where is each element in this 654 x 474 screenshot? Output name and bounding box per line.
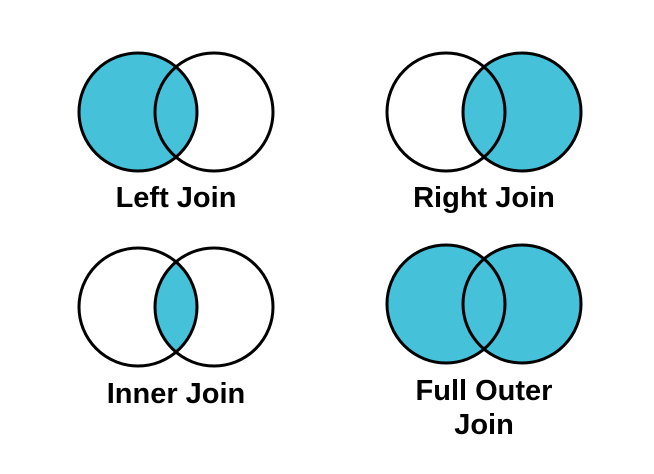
full-outer-join-label: Full Outer Join bbox=[415, 375, 553, 441]
right-circle-outline bbox=[461, 243, 583, 365]
intersection-fill bbox=[155, 66, 197, 158]
left-join-venn-diagram bbox=[77, 51, 275, 173]
left-circle-outline bbox=[77, 51, 199, 173]
right-circle-outline bbox=[153, 246, 275, 368]
left-circle-outline bbox=[385, 51, 507, 173]
right-circle-outline bbox=[153, 51, 275, 173]
right-circle-outline bbox=[461, 51, 583, 173]
left-circle-outline bbox=[385, 243, 507, 365]
inner-join-venn-diagram bbox=[77, 246, 275, 368]
venn-full-outer-join: Full Outer Join bbox=[376, 241, 592, 442]
left-join-label: Left Join bbox=[115, 182, 237, 214]
intersection-fill bbox=[463, 66, 505, 158]
intersection-fill bbox=[155, 261, 197, 353]
right-join-venn-diagram bbox=[385, 51, 583, 173]
venn-inner-join: Inner Join bbox=[68, 244, 284, 411]
left-circle-outline bbox=[77, 246, 199, 368]
full-outer-join-venn-diagram bbox=[385, 243, 583, 365]
intersection-fill bbox=[463, 258, 505, 350]
venn-right-join: Right Join bbox=[376, 49, 592, 215]
inner-join-label: Inner Join bbox=[106, 378, 246, 410]
right-join-label: Right Join bbox=[413, 182, 555, 214]
venn-left-join: Left Join bbox=[68, 49, 284, 215]
